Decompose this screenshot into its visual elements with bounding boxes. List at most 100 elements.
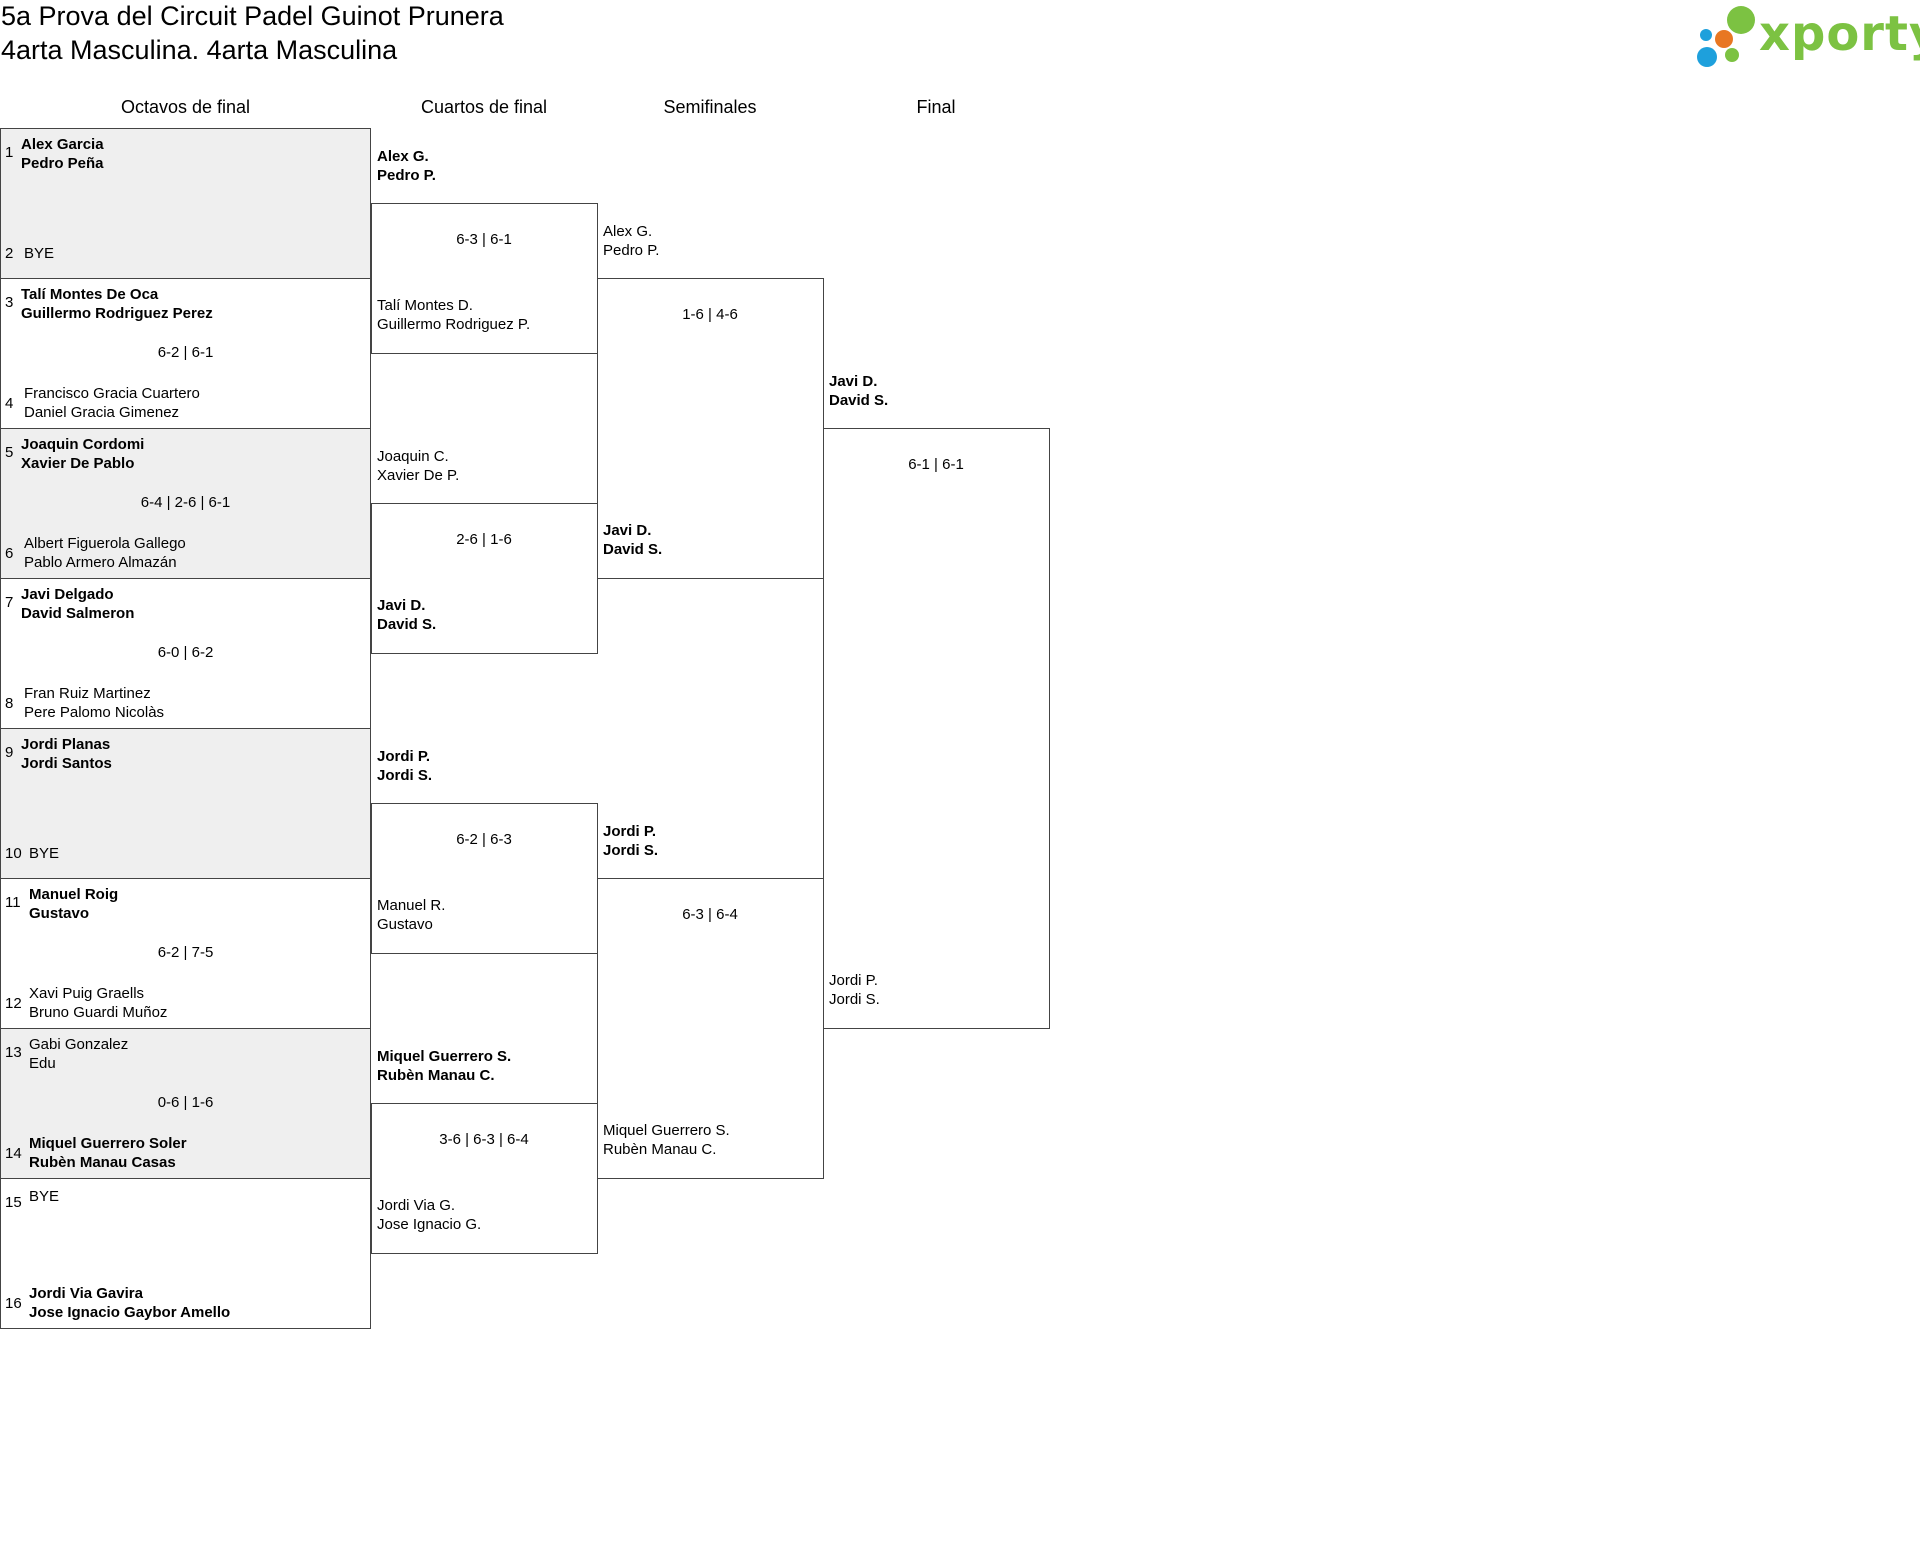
octavos-team-top-player: Alex Garcia (21, 136, 104, 153)
seed-number: 7 (5, 594, 14, 611)
octavos-team-top-player: Gabi Gonzalez (29, 1036, 129, 1053)
octavos-team-bottom-player: BYE (29, 845, 60, 862)
logo-wordmark: xporty (1759, 6, 1920, 62)
logo-dot-green-small (1725, 48, 1739, 62)
octavos-team-top-player: Pedro Peña (21, 155, 104, 172)
final-match-box (823, 428, 1050, 1029)
seed-number: 10 (5, 845, 22, 862)
match-score: 6-2 | 6-1 (157, 344, 214, 361)
octavos-team-top-player: BYE (29, 1188, 60, 1205)
octavos-match-box (0, 428, 371, 579)
logo-dot-orange (1715, 30, 1733, 48)
cuartos-team-bottom-player: Guillermo Rodriguez P. (377, 316, 531, 333)
final-team-top: Javi D. David S. (829, 372, 888, 410)
cuartos-team-bottom-player: Jordi Via G. (377, 1197, 456, 1214)
octavos-team-bottom-player: BYE (24, 245, 55, 262)
semis-team-bottom-player: Miquel Guerrero S. (603, 1122, 730, 1139)
cuartos-team-top: Joaquin C. Xavier De P. (377, 447, 459, 485)
cuartos-team-bottom-player: Javi D. (377, 597, 426, 614)
octavos-team-bottom-player: Miquel Guerrero Soler (29, 1135, 187, 1152)
octavos-team-bottom: BYE (24, 244, 54, 263)
semis-team-top-player: Alex G. (603, 223, 653, 240)
octavos-team-bottom-player: Xavi Puig Graells (29, 985, 145, 1002)
semis-team-top: Alex G. Pedro P. (603, 222, 659, 260)
cuartos-team-bottom: Jordi Via G. Jose Ignacio G. (377, 1196, 481, 1234)
cuartos-team-top-player: Jordi P. (377, 748, 431, 765)
semis-team-bottom-player: Javi D. (603, 522, 652, 539)
seed-number: 4 (5, 395, 14, 412)
cuartos-team-bottom-player: Manuel R. (377, 897, 446, 914)
match-score: 6-0 | 6-2 (157, 644, 214, 661)
final-team-top-player: Javi D. (829, 373, 878, 390)
seed-number: 9 (5, 744, 14, 761)
cuartos-team-bottom-player: Talí Montes D. (377, 297, 473, 314)
octavos-team-top-player: Manuel Roig (29, 886, 119, 903)
octavos-team-bottom-player: Pere Palomo Nicolàs (24, 704, 165, 721)
octavos-team-top-player: David Salmeron (21, 605, 135, 622)
cuartos-team-top-player: Joaquin C. (377, 448, 449, 465)
match-score: 6-1 | 6-1 (908, 456, 964, 473)
xporty-logo[interactable]: xporty (1694, 2, 1920, 68)
cuartos-team-top: Jordi P.Jordi S. (377, 747, 432, 785)
semis-team-top-player: Jordi S. (603, 842, 659, 859)
cuartos-team-top-player: Alex G. (377, 148, 429, 165)
match-score: 3-6 | 6-3 | 6-4 (439, 1131, 529, 1148)
round-header-final: Final (916, 97, 956, 117)
cuartos-team-bottom-player: Gustavo (377, 916, 433, 933)
octavos-team-bottom-player: Fran Ruiz Martinez (24, 685, 151, 702)
octavos-team-top-player: Xavier De Pablo (21, 455, 135, 472)
semis-team-bottom-player: Rubèn Manau C. (603, 1141, 717, 1158)
octavos-team-top: BYE (29, 1187, 59, 1206)
octavos-match-box (0, 1178, 371, 1329)
octavos-team-bottom-player: Jordi Via Gavira (29, 1285, 143, 1302)
octavos-team-bottom-player: Jose Ignacio Gaybor Amello (29, 1304, 231, 1321)
cuartos-team-bottom-player: Jose Ignacio G. (377, 1216, 482, 1233)
octavos-team-top-player: Gustavo (29, 905, 90, 922)
seed-number: 1 (5, 144, 14, 161)
logo-dot-blue-large (1697, 47, 1717, 67)
cuartos-team-bottom: Javi D.David S. (377, 596, 436, 634)
octavos-match-box (0, 728, 371, 879)
octavos-match-box (0, 1028, 371, 1179)
octavos-team-bottom-player: Francisco Gracia Cuartero (24, 385, 200, 402)
semis-team-bottom-player: David S. (603, 541, 663, 558)
seed-number: 3 (5, 294, 14, 311)
cuartos-team-bottom: Manuel R. Gustavo (377, 896, 445, 934)
octavos-team-top-player: Guillermo Rodriguez Perez (21, 305, 213, 322)
cuartos-team-bottom: Talí Montes D. Guillermo Rodriguez P. (377, 296, 530, 334)
octavos-team-bottom: BYE (29, 844, 59, 863)
match-score: 6-2 | 6-3 (456, 831, 512, 848)
octavos-team-bottom-player: Pablo Armero Almazán (24, 554, 177, 571)
cuartos-team-top-player: Xavier De P. (377, 467, 460, 484)
seed-number: 12 (5, 995, 22, 1012)
seed-number: 15 (5, 1194, 22, 1211)
final-team-bottom-player: Jordi P. (829, 972, 878, 989)
octavos-team-top-player: Jordi Santos (21, 755, 112, 772)
round-header-cuartos: Cuartos de final (420, 97, 548, 117)
semis-team-top-player: Pedro P. (603, 242, 660, 259)
octavos-match-box (0, 128, 371, 279)
octavos-team-top-player: Jordi Planas (21, 736, 111, 753)
semis-team-top: Jordi P.Jordi S. (603, 822, 658, 860)
final-team-top-player: David S. (829, 392, 889, 409)
logo-dot-blue-small (1700, 29, 1712, 41)
final-team-bottom-player: Jordi S. (829, 991, 880, 1008)
tournament-title: 5a Prova del Circuit Padel Guinot Pruner… (1, 1, 504, 31)
seed-number: 11 (5, 894, 21, 911)
octavos-team-bottom-player: Daniel Gracia Gimenez (24, 404, 180, 421)
match-score: 1-6 | 4-6 (682, 306, 738, 323)
octavos-team-top-player: Talí Montes De Oca (21, 286, 159, 303)
seed-number: 2 (5, 245, 14, 262)
octavos-team-top-player: Javi Delgado (21, 586, 114, 603)
